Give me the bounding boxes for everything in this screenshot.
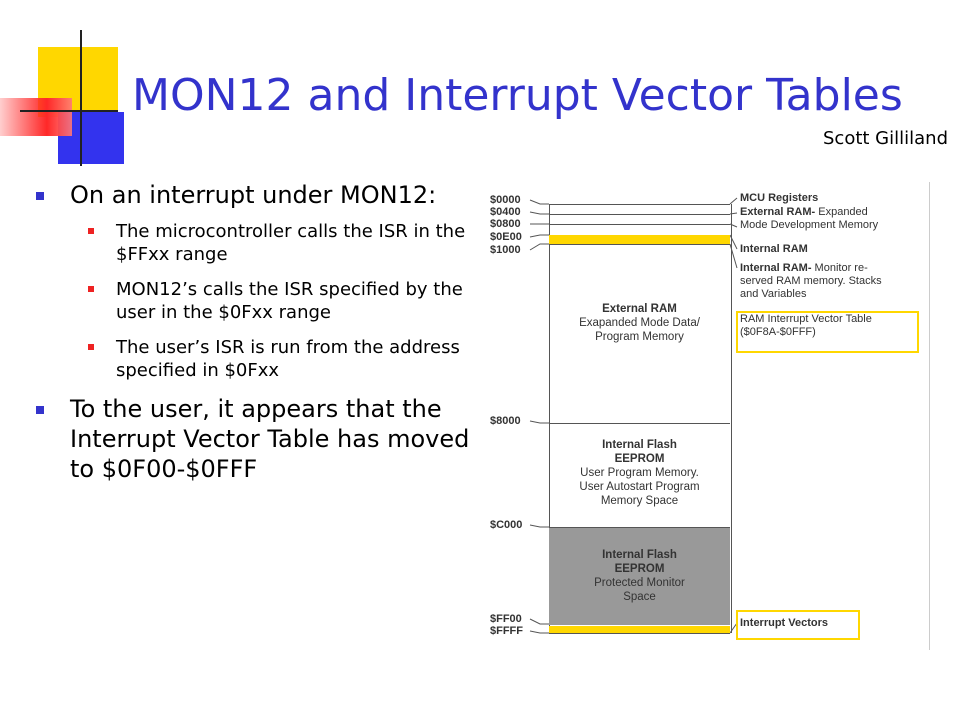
slide-title: MON12 and Interrupt Vector Tables — [132, 70, 903, 121]
internal-ram-highlight — [549, 235, 730, 244]
address-label: $8000 — [490, 415, 521, 427]
decorative-vertical-line — [80, 30, 82, 166]
interrupt-vectors-highlight-box — [736, 610, 860, 640]
map-divider — [549, 527, 730, 528]
address-label: $0400 — [490, 206, 521, 218]
address-label: $0000 — [490, 194, 521, 206]
mcu-registers-label: MCU Registers — [740, 192, 819, 204]
address-label: $C000 — [490, 519, 523, 531]
protected-region-fill — [549, 528, 730, 625]
decorative-red-block — [0, 98, 72, 136]
sub-bullet-list: The microcontroller calls the ISR in the… — [88, 220, 476, 382]
interrupt-vectors-highlight — [549, 626, 730, 633]
region-desc: User Autostart Program — [579, 481, 700, 493]
map-divider — [549, 633, 730, 634]
region-desc: User Program Memory. — [580, 467, 699, 479]
map-divider — [549, 423, 730, 424]
external-ram-region: External RAM Exapanded Mode Data/ Progra… — [549, 302, 730, 344]
author-name: Scott Gilliland — [823, 128, 948, 149]
internal-flash-user-region: Internal Flash EEPROM User Program Memor… — [549, 438, 730, 508]
memory-map-diagram: $0000 $0400 $0800 $0E00 $1000 $8000 $C00… — [478, 182, 930, 650]
address-label: $0E00 — [490, 231, 522, 243]
decorative-horizontal-line — [20, 110, 118, 112]
region-desc: Space — [623, 591, 656, 603]
bullet-item: On an interrupt under MON12: — [36, 180, 476, 210]
internal-ram-monitor-label: Internal RAM- Monitor re- served RAM mem… — [740, 262, 882, 300]
sub-bullet-item: MON12’s calls the ISR specified by the u… — [88, 278, 476, 324]
region-title: Internal Flash — [602, 549, 677, 561]
ram-ivt-highlight-box — [736, 311, 919, 353]
region-desc: Protected Monitor — [594, 577, 685, 589]
region-desc: Exapanded Mode Data/ — [579, 317, 700, 329]
address-label: $0800 — [490, 218, 521, 230]
interrupt-vectors-label: Interrupt Vectors — [740, 617, 829, 629]
address-label: $FF00 — [490, 613, 522, 625]
bullet-list: On an interrupt under MON12: The microco… — [36, 180, 476, 494]
internal-ram-label: Internal RAM — [740, 243, 808, 255]
sub-bullet-item: The microcontroller calls the ISR in the… — [88, 220, 476, 266]
map-divider — [549, 214, 730, 215]
region-title: EEPROM — [614, 453, 665, 465]
region-title: EEPROM — [614, 563, 665, 575]
region-desc: Memory Space — [600, 495, 679, 507]
address-label: $FFFF — [490, 625, 523, 637]
internal-flash-protected-region: Internal Flash EEPROM Protected Monitor … — [549, 548, 730, 604]
memory-map-column — [549, 204, 732, 633]
region-title: Internal Flash — [602, 439, 677, 451]
external-ram-label: External RAM- Expanded Mode Development … — [740, 206, 879, 231]
map-divider — [549, 244, 730, 245]
sub-bullet-item: The user’s ISR is run from the address s… — [88, 336, 476, 382]
region-title: External RAM — [602, 303, 677, 315]
map-divider — [549, 224, 730, 225]
region-desc: Program Memory — [595, 331, 684, 343]
address-label: $1000 — [490, 244, 521, 256]
map-divider — [549, 204, 730, 205]
ram-interrupt-vector-table-label: RAM Interrupt Vector Table ($0F8A-$0FFF) — [740, 313, 872, 338]
bullet-item: To the user, it appears that the Interru… — [36, 394, 476, 484]
diagram-border — [929, 182, 930, 650]
